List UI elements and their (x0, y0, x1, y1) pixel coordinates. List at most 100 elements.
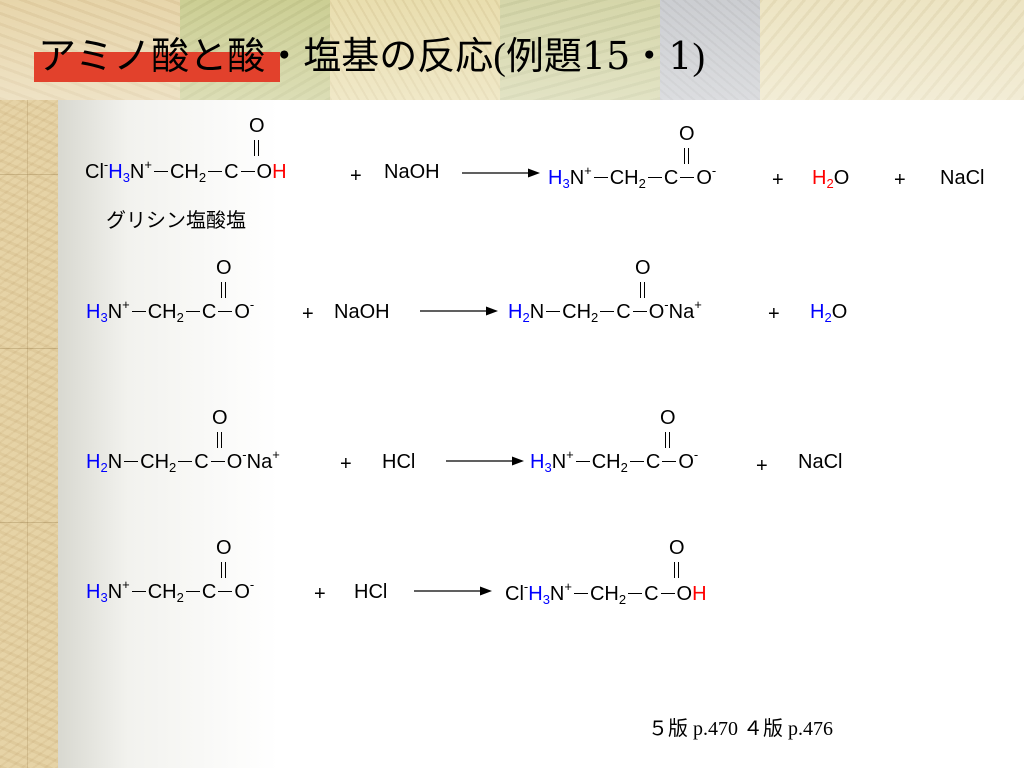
texture-tile (0, 0, 180, 100)
edition-4-label: ４版 (743, 716, 783, 740)
methylene: CH (562, 301, 592, 323)
nitrogen: N (529, 301, 545, 323)
edition-5-label: ５版 (648, 716, 688, 740)
double-bond (254, 140, 259, 156)
bond (647, 177, 662, 178)
bond (210, 461, 225, 462)
bond (628, 593, 643, 594)
bond (218, 591, 233, 592)
bond (680, 177, 695, 178)
bond (131, 311, 146, 312)
bond (178, 461, 193, 462)
carbonyl-oxygen: O (660, 407, 676, 429)
subscript: 3 (562, 176, 570, 191)
methylene: CH (591, 451, 621, 473)
nitrogen: N (107, 451, 123, 473)
hydrogen: H (86, 581, 101, 603)
sodium: Na (668, 301, 695, 323)
bond (662, 461, 677, 462)
reaction-arrow (462, 168, 540, 178)
bond (600, 311, 615, 312)
subscript: 2 (638, 176, 646, 191)
double-bond (640, 282, 645, 298)
subscript: 2 (100, 460, 108, 475)
oxygen: O (696, 167, 712, 189)
double-bond (221, 562, 226, 578)
charge: - (693, 447, 699, 462)
carbon: C (201, 581, 217, 603)
hydrogen: H (86, 451, 101, 473)
texture-tile (760, 0, 1024, 100)
bond (573, 593, 588, 594)
oxygen: O (234, 301, 250, 323)
texture-tile (180, 0, 330, 100)
carbon: C (201, 301, 217, 323)
carbon: C (644, 583, 659, 605)
hydrogen: H (272, 161, 287, 183)
chlorine: Cl (85, 161, 104, 183)
parchment-strip (0, 0, 58, 768)
carbonyl-oxygen: O (635, 257, 651, 279)
double-bond (217, 432, 222, 448)
charge: - (242, 447, 247, 462)
methylene: CH (140, 451, 170, 473)
oxygen: O (831, 301, 848, 323)
strip-seam (0, 522, 58, 523)
plus-sign: + (340, 453, 352, 475)
double-bond (221, 282, 226, 298)
charge: + (564, 579, 572, 594)
carbonyl-oxygen: O (216, 537, 232, 559)
hydrogen: H (810, 301, 825, 323)
nitrogen: N (549, 583, 565, 605)
slide-title: アミノ酸と酸・塩基の反応(例題15・1) (38, 26, 705, 86)
double-bond (674, 562, 679, 578)
subscript: 2 (618, 592, 627, 607)
charge: + (272, 447, 280, 462)
texture-tile (330, 0, 500, 100)
charge: - (249, 577, 255, 592)
nitrogen: N (107, 581, 123, 603)
plus-sign: + (756, 455, 768, 477)
hydrogen: H (692, 583, 707, 605)
title-paren-open: ( (493, 36, 506, 78)
oxygen: O (833, 167, 850, 189)
plus-sign: + (302, 303, 314, 325)
plus-sign: + (772, 169, 784, 191)
hydrogen: H (812, 167, 827, 189)
oxygen: O (256, 161, 273, 183)
band-fade (0, 0, 1024, 100)
charge: + (584, 163, 592, 178)
bond (593, 177, 608, 178)
plus-sign: + (350, 165, 362, 187)
carbonyl-oxygen: O (216, 257, 232, 279)
decorative-header-band (0, 0, 1024, 100)
hydrogen: H (528, 583, 543, 605)
subscript: 2 (620, 460, 628, 475)
reagent: NaOH (334, 301, 390, 323)
plus-sign: + (894, 169, 906, 191)
hydrogen: H (508, 301, 523, 323)
reagent: HCl (382, 451, 416, 473)
nitrogen: N (551, 451, 567, 473)
subscript: 3 (100, 590, 108, 605)
title-paren-close: ) (692, 36, 706, 78)
reaction-arrow (420, 306, 498, 316)
strip-seam (27, 0, 28, 768)
methylene: CH (609, 167, 639, 189)
strip-seam (0, 348, 58, 349)
bond (632, 311, 647, 312)
charge: + (694, 297, 702, 312)
subscript: 2 (826, 176, 834, 191)
subscript: 2 (591, 310, 599, 325)
nitrogen: N (129, 161, 145, 183)
hydrogen: H (86, 301, 101, 323)
reaction-arrow (446, 456, 524, 466)
subscript: 2 (522, 310, 530, 325)
charge: + (122, 577, 130, 592)
